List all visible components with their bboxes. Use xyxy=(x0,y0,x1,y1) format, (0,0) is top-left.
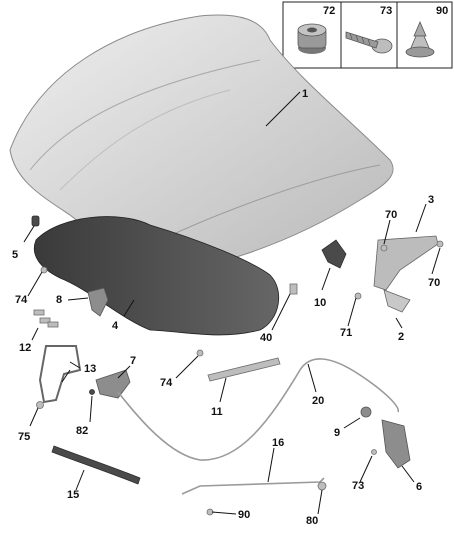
callout-74-left: 74 xyxy=(15,294,28,306)
screw-70-a xyxy=(380,244,388,252)
callout-82: 82 xyxy=(76,425,88,437)
callout-9: 9 xyxy=(334,427,340,439)
callout-7: 7 xyxy=(130,355,136,367)
callout-3: 3 xyxy=(428,194,434,206)
callout-70-top: 70 xyxy=(385,209,397,221)
callout-1: 1 xyxy=(302,88,308,100)
callout-8: 8 xyxy=(56,294,62,306)
hinge-bracket-2 xyxy=(383,289,411,313)
callout-74-bottom: 74 xyxy=(160,377,173,389)
clip-74-left xyxy=(40,266,48,274)
push-clip-icon xyxy=(405,20,435,58)
callout-75: 75 xyxy=(18,431,30,443)
cage-nut-icon xyxy=(297,23,327,54)
hood-lock-7 xyxy=(95,369,131,399)
callout-13: 13 xyxy=(84,363,96,375)
bracket-13 xyxy=(38,345,82,404)
inset-label-73: 73 xyxy=(380,5,392,17)
screw-73 xyxy=(371,449,377,455)
screw-icon xyxy=(345,31,393,54)
callout-5: 5 xyxy=(12,249,18,261)
fastener-inset: 72 73 90 xyxy=(282,1,453,69)
release-lever-16 xyxy=(181,477,325,495)
inset-label-72: 72 xyxy=(323,5,335,17)
callout-40: 40 xyxy=(260,332,272,344)
screw-75 xyxy=(36,401,44,409)
callout-12: 12 xyxy=(19,342,31,354)
hood-insulation-pad xyxy=(34,216,279,336)
seal-15 xyxy=(51,445,141,485)
clip-82 xyxy=(89,389,95,395)
callout-2: 2 xyxy=(398,331,404,343)
clip-80 xyxy=(317,481,327,491)
catch-9 xyxy=(360,406,372,418)
callout-6: 6 xyxy=(416,481,422,493)
callout-20: 20 xyxy=(312,395,324,407)
stop-40 xyxy=(289,283,298,295)
callout-80: 80 xyxy=(306,515,318,527)
callout-11: 11 xyxy=(211,406,223,418)
screw-70-b xyxy=(436,240,444,248)
seals-12 xyxy=(33,309,59,328)
callout-70-right: 70 xyxy=(428,277,440,289)
inset-label-90: 90 xyxy=(436,5,448,17)
callout-90: 90 xyxy=(238,509,250,521)
bump-stop-5 xyxy=(31,215,40,227)
callout-16: 16 xyxy=(272,437,284,449)
callout-71: 71 xyxy=(340,327,352,339)
callout-73: 73 xyxy=(352,480,364,492)
catch-6 xyxy=(381,419,411,469)
clip-74-bottom xyxy=(196,349,204,357)
bracket-8 xyxy=(87,287,109,317)
release-cable-20 xyxy=(117,358,399,461)
hinge-3 xyxy=(373,235,439,291)
callout-4: 4 xyxy=(112,320,119,332)
screw-71 xyxy=(354,292,362,300)
callout-10: 10 xyxy=(314,297,326,309)
stop-10 xyxy=(321,239,347,269)
leader-lines xyxy=(23,91,441,515)
callout-15: 15 xyxy=(67,489,79,501)
seal-strip-11 xyxy=(207,357,281,382)
